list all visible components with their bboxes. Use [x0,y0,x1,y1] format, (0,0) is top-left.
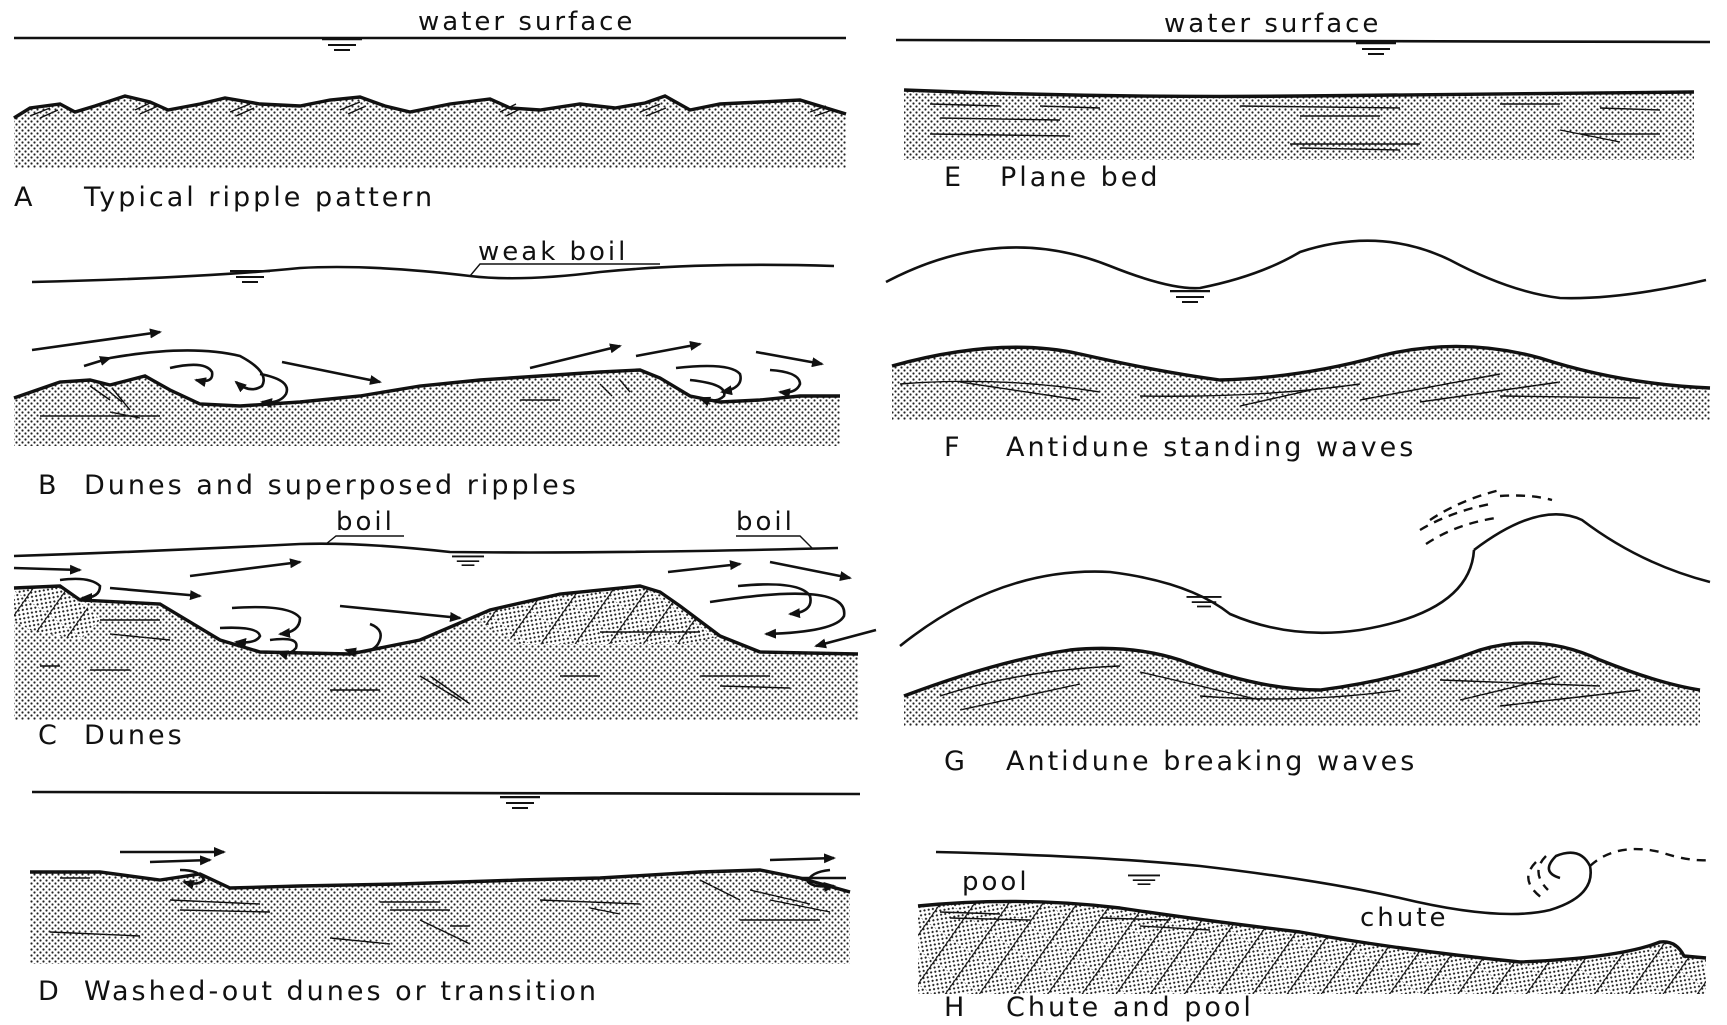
boil-label-2: boil [736,507,795,537]
panel-a-caption: Typical ripple pattern [83,182,435,213]
water-surface-line [896,40,1710,42]
water-surface-line [32,265,834,282]
panel-c-letter: C [38,720,60,751]
wave-crest-line [1474,514,1710,582]
water-surface-label: water surface [418,7,635,37]
water-level-icon [1356,43,1396,54]
water-level-icon [500,797,540,808]
panel-e: water surface E Plane bed [896,9,1710,193]
sand-bed [14,370,840,446]
water-surface-line [900,550,1474,646]
water-surface-line [14,544,838,556]
panel-h-caption: Chute and pool [1006,992,1254,1023]
pool-label: pool [962,867,1030,897]
panel-e-caption: Plane bed [1000,162,1161,193]
water-surface-line [32,792,860,794]
water-level-icon [322,39,362,50]
panel-b-letter: B [38,470,60,501]
sand-bed-hatched [918,901,1706,994]
panel-h-letter: H [944,992,967,1023]
panel-c: boil boil C Dunes [14,507,876,751]
panel-f: F Antidune standing waves [886,241,1710,463]
panel-b: weak boil B Dunes and superposed ripples [14,237,840,501]
water-surface-line [886,241,1706,298]
boil-label-1: boil [336,507,395,537]
panel-d: D Washed-out dunes or transition [30,792,860,1007]
panel-h: pool chute H Chute and pool [918,849,1710,1023]
panel-a-letter: A [14,182,35,213]
water-surface-label: water surface [1164,9,1381,39]
water-level-icon [452,556,484,565]
sand-bed [904,643,1700,726]
boil-leader-2 [736,536,812,548]
chute-label: chute [1360,903,1448,933]
panel-d-caption: Washed-out dunes or transition [84,976,599,1007]
panel-g: G Antidune breaking waves [900,490,1710,777]
weak-boil-label: weak boil [478,237,628,267]
panel-b-caption: Dunes and superposed ripples [84,470,579,501]
panel-d-letter: D [38,976,62,1007]
panel-g-caption: Antidune breaking waves [1006,746,1417,777]
panel-a: water surface A Typical ripple pattern [14,7,846,213]
panel-f-letter: F [944,432,963,463]
water-level-icon [1128,875,1160,884]
dune-foreset-hatch [480,586,720,644]
panel-e-letter: E [944,162,964,193]
panel-g-letter: G [944,746,968,777]
panel-c-caption: Dunes [84,720,185,751]
sand-bed [904,90,1694,160]
dune-sand-bed [14,586,858,720]
water-level-icon [1170,291,1210,302]
panel-f-caption: Antidune standing waves [1006,432,1416,463]
